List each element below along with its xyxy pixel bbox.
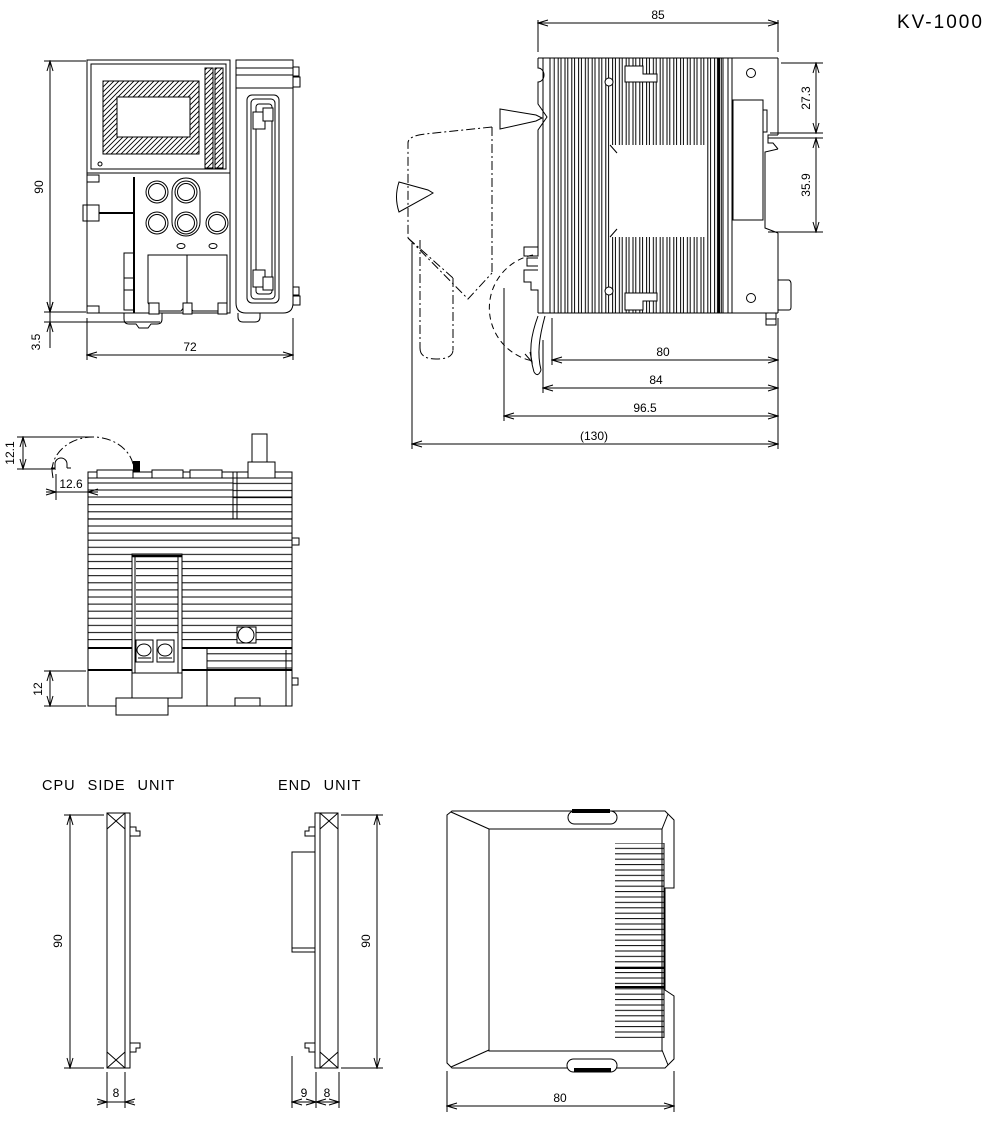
terminal-screw (136, 643, 152, 657)
dim-label: 90 (51, 934, 65, 948)
front-view (82, 59, 301, 329)
unit-connector (291, 851, 316, 953)
top-view (51, 433, 300, 716)
release-strap (530, 315, 539, 373)
front-connectors (145, 177, 229, 249)
dim-label: 8 (324, 1086, 331, 1100)
dim-label: 96.5 (633, 401, 657, 415)
mount-hook (304, 1042, 315, 1053)
latch-wedge (499, 108, 544, 130)
dim-label: 72 (183, 340, 197, 354)
phantom-cover-arc (51, 436, 135, 472)
access-strip (204, 67, 214, 169)
phantom-open-cover (407, 126, 493, 360)
din-mount-block (732, 99, 764, 221)
keyhole-slot (624, 292, 658, 311)
dim-side-top-width: 85 (538, 8, 778, 52)
drawing-title: KV-1000 (897, 12, 984, 33)
vent-slots (615, 843, 664, 1038)
dim-front-rail-offset: 3.5 (29, 304, 160, 350)
dim-label: 85 (651, 8, 665, 22)
dim-side-din-upper: 27.3 (770, 63, 823, 133)
dim-end-height: 90 (341, 815, 383, 1068)
dim-top-cover-overhang: 12.6 (46, 474, 98, 500)
dim-label: 12.6 (59, 477, 83, 491)
dim-side-din-slot: 35.9 (768, 138, 823, 232)
phantom-latch (51, 457, 71, 469)
latch-catch (133, 461, 140, 472)
cpu-side-unit-label: CPU SIDE UNIT (42, 778, 175, 794)
side-view (396, 57, 792, 376)
dim-label: 8 (113, 1086, 120, 1100)
dim-label: 9 (301, 1086, 308, 1100)
dim-top-cover-rise: 12.1 (3, 437, 92, 469)
end-unit-view (291, 812, 339, 1069)
dim-label: 12.1 (3, 441, 17, 465)
dim-label: 80 (553, 1091, 567, 1105)
end-unit-label: END UNIT (278, 778, 361, 794)
face-outline (446, 810, 675, 1069)
din-latch (778, 279, 792, 311)
dim-label: 27.3 (799, 86, 813, 110)
mount-hook (304, 826, 315, 837)
mount-hook (130, 1042, 141, 1053)
phantom-cable (419, 347, 454, 360)
cpu-side-unit-view (106, 812, 141, 1069)
dim-face-width: 80 (447, 1071, 674, 1112)
dim-top-base-height: 12 (31, 671, 86, 706)
connector-tower (251, 433, 268, 464)
dim-label: 90 (32, 180, 46, 194)
dim-label: (130) (580, 429, 608, 443)
dim-end-widths: 9 8 (292, 1056, 339, 1108)
cover-latch (396, 181, 434, 213)
end-unit-face-view (446, 809, 675, 1073)
terminal-screw (157, 643, 173, 657)
access-strip (214, 67, 224, 169)
keyhole-slot (624, 65, 658, 83)
dim-front-width: 72 (87, 318, 293, 360)
mount-hook (130, 826, 141, 837)
dim-cpu-thickness: 8 (98, 1072, 134, 1108)
dim-label: 12 (31, 682, 45, 696)
dim-side-depths: 80 84 96.5 (130) (412, 243, 778, 449)
dim-label: 35.9 (799, 173, 813, 197)
dim-label: 84 (649, 373, 663, 387)
dim-label: 90 (359, 934, 373, 948)
dim-cpu-height: 90 (51, 815, 104, 1068)
cover-screw (237, 626, 255, 644)
swing-arc (488, 254, 534, 362)
dim-label: 3.5 (29, 333, 43, 350)
dim-label: 80 (656, 345, 670, 359)
display-window (116, 96, 191, 138)
